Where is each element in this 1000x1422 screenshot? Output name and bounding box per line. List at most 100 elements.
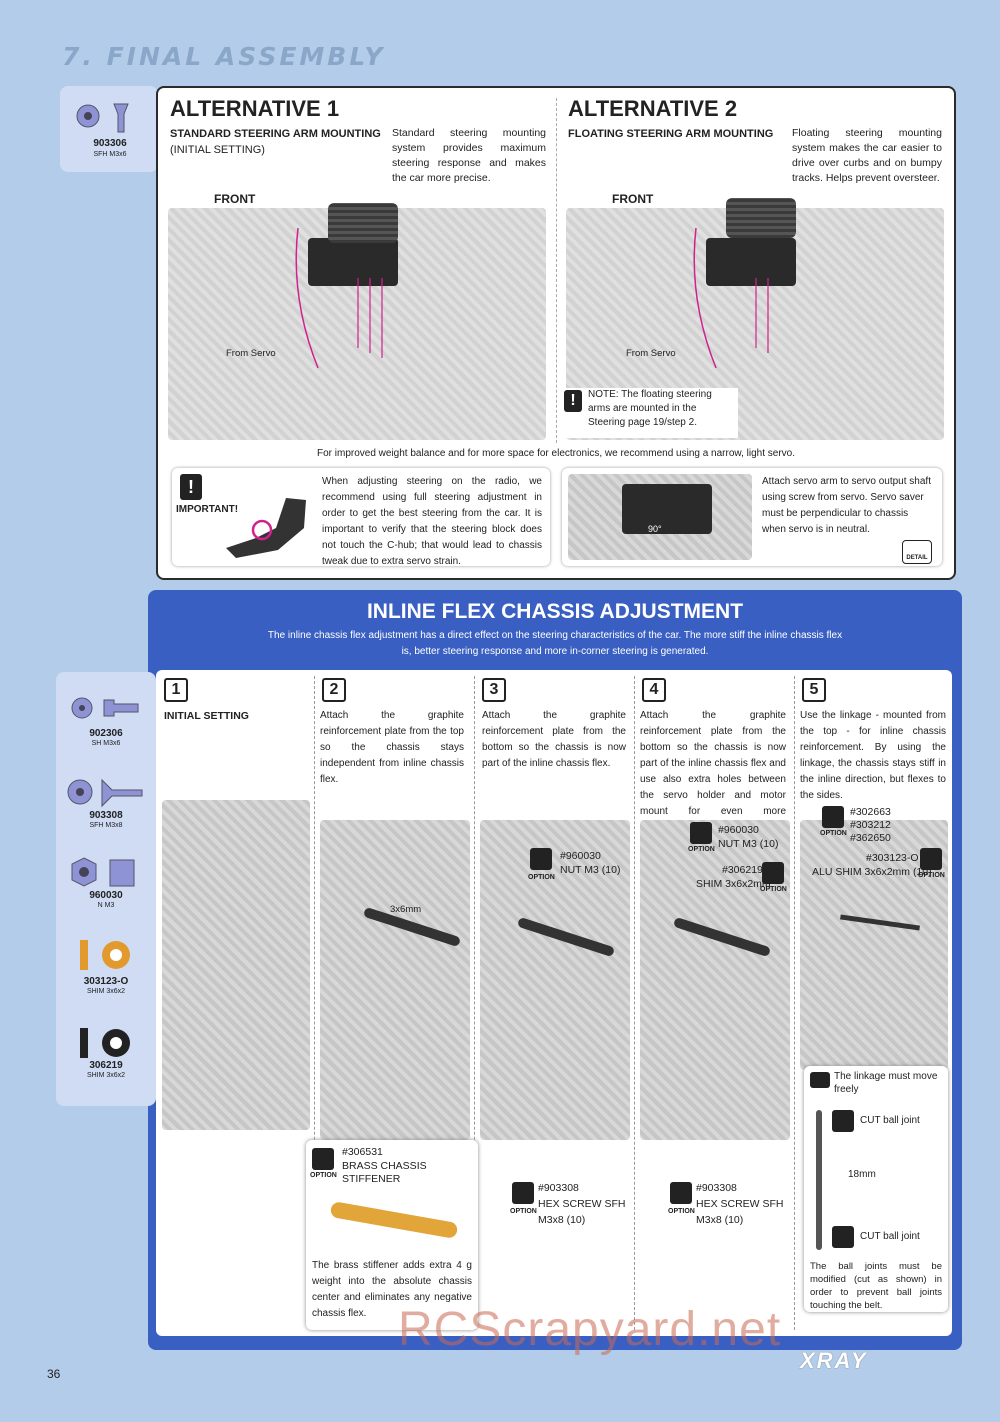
nut-name: NUT M3 (10) [560,864,621,876]
step-text: Attach the graphite reinforcement plate … [640,710,786,833]
part-sub: SH M3x6 [91,740,121,747]
shim-code: #306219 [722,864,763,876]
steering-alternatives-panel: ALTERNATIVE 1 STANDARD STEERING ARM MOUN… [156,86,956,580]
page-number: 36 [47,1367,61,1381]
linkage-free-note: The linkage must move freely [834,1071,938,1095]
step-number: 5 [802,678,826,702]
screw-code: #903308 [696,1182,737,1194]
turnbuckle-image [816,1110,822,1250]
important-text: When adjusting steering on the radio, we… [322,476,542,567]
shim-name: SHIM 3x6x2mm [696,878,771,890]
part-sub: SHIM 3x6x2 [86,1072,126,1079]
alt2-plate-image [726,198,796,238]
inline-title: INLINE FLEX CHASSIS ADJUSTMENT [366,600,744,623]
alt1-title: ALTERNATIVE 1 [170,96,340,121]
linkage-codes: #302663 #303212 #362650 [850,806,891,844]
thumbs-up-icon [530,848,552,870]
alt1-desc: Standard steering mounting system provid… [392,127,546,184]
screw-size: M3x8 (10) [696,1214,744,1226]
screw-size: M3x8 (10) [538,1214,586,1226]
part-sub: SHIM 3x6x2 [86,988,126,995]
alt2-note-box: ! NOTE: The floating steering arms are m… [562,388,738,438]
angle-label: 90° [648,524,662,534]
servo-image [622,484,712,534]
stiffener-code: #306531 [342,1146,383,1158]
alt1-arrows [295,227,383,369]
screw-size-label: 3x6mm [390,904,422,915]
step-number: 2 [322,678,346,702]
steps-panel: 1 INITIAL SETTING 2 Attach the graphite … [156,670,952,1336]
watermark: RCScrapyard.net [398,1303,782,1356]
linkage-detail-box: The linkage must move freely CUT ball jo… [804,1066,948,1312]
part-code: 306219 [89,1060,123,1071]
alt1-servo-image [308,238,398,286]
part-sub: SFH M3x6 [93,151,127,158]
part-sub: SFH M3x8 [89,822,123,829]
screw-name: HEX SCREW SFH [538,1198,626,1210]
alt2-subtitle: FLOATING STEERING ARM MOUNTING [568,128,774,140]
inline-sub-1: The inline chassis flex adjustment has a… [267,630,843,641]
alt2-note: NOTE: The floating steering arms are mou… [588,389,712,428]
detail-icon: DETAIL [902,540,932,564]
shim-icon [80,1028,130,1058]
part-code: 903306 [93,138,127,149]
option-label: OPTION [510,1208,537,1215]
step-number: 3 [482,678,506,702]
thumbs-up-icon [512,1182,534,1204]
screw-icon [67,778,143,808]
nut-icon [71,857,135,887]
thumbs-up-icon [762,862,784,884]
col-divider [314,676,315,1330]
screw-code: #903308 [538,1182,579,1194]
alt1-from-servo: From Servo [226,348,276,359]
alt1-subtitle: STANDARD STEERING ARM MOUNTING [170,128,381,140]
inline-sub-2: is, better steering response and more in… [401,646,709,657]
option-label: OPTION [820,830,847,837]
alt2-arrows [693,227,769,369]
shim-code: #303123-O [866,852,919,864]
thumbs-up-icon [920,848,942,870]
alt1-subtitle2: (INITIAL SETTING) [170,144,265,156]
cut-icon [832,1110,854,1132]
step-text: Attach the graphite reinforcement plate … [482,710,626,769]
step-text: Attach the graphite reinforcement plate … [320,710,464,785]
inline-flex-panel: INLINE FLEX CHASSIS ADJUSTMENT The inlin… [148,590,962,1350]
thumbs-up-icon [690,822,712,844]
cut-label: CUT ball joint [860,1115,920,1126]
page-title: 7. FINAL ASSEMBLY [62,42,386,71]
stiffener-text: The brass stiffener adds extra 4 g weigh… [312,1260,472,1319]
warning-icon: ! [180,474,202,500]
option-label: OPTION [668,1208,695,1215]
ball-joint-note: The ball joints must be modified (cut as… [810,1261,942,1311]
servo-arm-text: Attach servo arm to servo output shaft u… [762,476,931,535]
important-label: IMPORTANT! [176,504,239,515]
steering-block-image [226,498,306,558]
col-divider [474,676,475,1330]
step3-chassis-image [480,820,630,1140]
part-code: 960030 [89,890,123,901]
important-box: ! IMPORTANT! When adjusting steering on … [172,468,550,567]
screw-icon [76,103,129,133]
alt2-desc: Floating steering mounting system makes … [792,127,942,184]
wrench-icon [810,1072,830,1088]
warning-icon: ! [564,390,582,412]
weight-note: For improved weight balance and for more… [316,448,795,459]
step-title: INITIAL SETTING [164,710,249,722]
part-code: 902306 [89,728,123,739]
shim-name: ALU SHIM 3x6x2mm (10) [812,866,932,878]
thumbs-up-icon [822,806,844,828]
thumbs-up-icon [670,1182,692,1204]
servo-arm-box: 90° Attach servo arm to servo output sha… [562,468,942,566]
option-label: OPTION [310,1172,337,1179]
option-label: OPTION [918,872,945,879]
stiffener-box: OPTION #306531 BRASS CHASSIS STIFFENER T… [306,1140,478,1330]
col-divider [794,676,795,1330]
step-number: 1 [164,678,188,702]
alt2-from-servo: From Servo [626,348,676,359]
col-divider [634,676,635,1330]
option-label: OPTION [760,886,787,893]
alt1-plate-image [328,203,398,243]
alt2-front-label: FRONT [612,192,654,206]
option-label: OPTION [528,874,555,881]
brand-logo: XRAY [800,1348,868,1373]
